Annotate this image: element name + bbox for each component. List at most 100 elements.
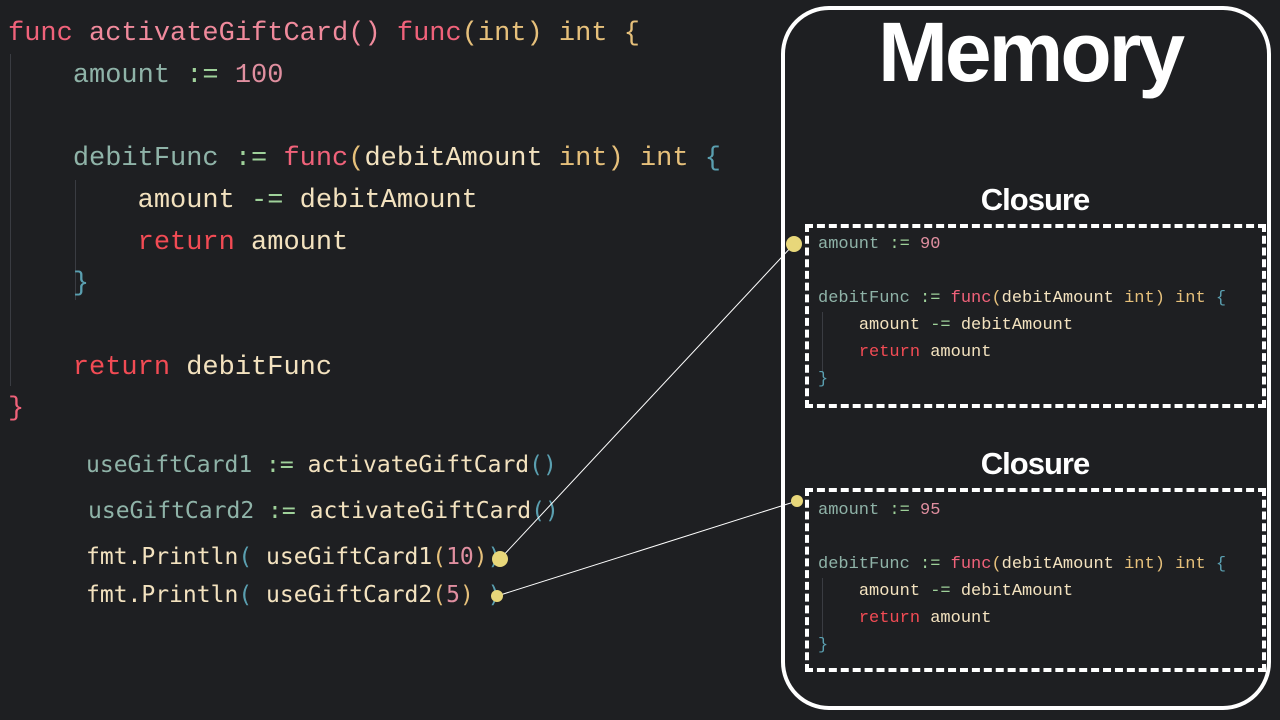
code-line-9: return debitFunc (8, 353, 332, 383)
paren: ( (238, 582, 253, 608)
op-assign: := (266, 452, 294, 478)
type-int: int (639, 144, 689, 175)
brace-open: { (623, 19, 640, 49)
op-assign: := (889, 235, 910, 254)
pointer-dot (492, 551, 508, 567)
closure-box (805, 224, 1266, 408)
paren: ( (991, 555, 1002, 574)
paren: ) (607, 144, 624, 175)
code-line-10: } (8, 394, 24, 424)
var-usegiftcard1: useGiftCard1 (86, 452, 253, 478)
param-debitamount: debitAmount (960, 316, 1074, 335)
call-activategiftcard: activateGiftCard (309, 498, 532, 524)
code-line-1: func activateGiftCard() func(int) int { (8, 19, 640, 49)
type-int: int (1124, 289, 1155, 308)
call-activategiftcard: activateGiftCard (307, 452, 530, 478)
op-sub-assign: -= (930, 316, 951, 335)
var-debitfunc: debitFunc (818, 289, 910, 308)
type-int: int (558, 144, 608, 175)
number-literal: 90 (920, 235, 941, 254)
indent-guide (822, 312, 823, 372)
var-amount: amount (858, 582, 921, 601)
op-assign: := (889, 501, 910, 520)
keyword-func: func (283, 144, 349, 175)
type-int: int (558, 19, 608, 49)
var-amount: amount (858, 316, 921, 335)
call-line-1: useGiftCard1 := activateGiftCard() (86, 452, 557, 478)
keyword-func: func (950, 555, 992, 574)
var-debitfunc: debitFunc (818, 555, 910, 574)
op-assign: := (920, 555, 941, 574)
var-amount: amount (930, 343, 992, 362)
param-debitamount: debitAmount (960, 582, 1074, 601)
call-usegiftcard1: useGiftCard1 (266, 544, 433, 570)
brace-close: } (818, 636, 829, 655)
number-literal: 95 (920, 501, 941, 520)
paren: ( (432, 582, 447, 608)
code-line-4: debitFunc := func(debitAmount int) int { (8, 144, 721, 174)
code-line-2: amount := 100 (8, 60, 284, 91)
paren: ) (473, 544, 488, 570)
brace-close: } (8, 394, 25, 425)
op-sub-assign: -= (930, 582, 951, 601)
code-line-5: amount -= debitAmount (8, 186, 478, 216)
brace-close: } (818, 370, 829, 389)
number-literal: 10 (446, 544, 474, 570)
op-sub-assign: -= (251, 185, 284, 216)
keyword-return: return (858, 609, 921, 628)
paren: ) (1154, 555, 1165, 574)
param-debitamount: debitAmount (299, 185, 478, 216)
var-amount: amount (137, 185, 235, 216)
paren: ) (1154, 289, 1165, 308)
var-amount: amount (72, 60, 171, 91)
closure-box (805, 488, 1266, 672)
closure-title: Closure (980, 446, 1090, 481)
op-assign: := (268, 498, 296, 524)
var-usegiftcard2: useGiftCard2 (88, 498, 255, 524)
pointer-dot (786, 236, 802, 252)
closure-title: Closure (980, 182, 1090, 217)
function-name: activateGiftCard (89, 19, 349, 49)
call-println: fmt.Println (86, 582, 239, 608)
keyword-return: return (137, 227, 235, 258)
indent-guide (10, 54, 11, 386)
paren: ( (348, 144, 365, 175)
pointer-dot (791, 495, 803, 507)
pointer-line-1 (499, 243, 795, 560)
var-amount: amount (818, 501, 880, 520)
call-println: fmt.Println (86, 544, 239, 570)
keyword-func: func (396, 19, 462, 49)
number-literal: 5 (446, 582, 460, 608)
op-assign: := (234, 144, 268, 175)
param-debitamount: debitAmount (1001, 555, 1114, 574)
pointer-line-2 (496, 500, 798, 597)
memory-title: Memory (877, 5, 1185, 99)
op-assign: := (186, 60, 219, 91)
var-debitfunc: debitFunc (186, 352, 333, 383)
code-line-7: } (8, 269, 89, 299)
paren: ) (526, 19, 543, 49)
brace-open: { (1215, 555, 1227, 574)
indent-guide (75, 180, 76, 300)
paren: ( (238, 544, 253, 570)
param-debitamount: debitAmount (364, 144, 543, 175)
param-debitamount: debitAmount (1001, 289, 1114, 308)
type-int: int (1124, 555, 1155, 574)
brace-open: { (1215, 289, 1227, 308)
keyword-func: func (950, 289, 992, 308)
var-amount: amount (251, 227, 349, 258)
brace-open: { (704, 144, 721, 175)
paren: () (529, 452, 557, 478)
call-line-2: useGiftCard2 := activateGiftCard() (88, 498, 559, 524)
paren: ( (991, 289, 1002, 308)
var-debitfunc: debitFunc (72, 144, 219, 175)
indent-guide (822, 578, 823, 638)
memory-panel (781, 6, 1271, 710)
closure-code: amount := 90 debitFunc := func(debitAmou… (818, 231, 1226, 393)
keyword-return: return (858, 343, 921, 362)
paren: ( (432, 544, 447, 570)
code-editor: func activateGiftCard() func(int) int { … (8, 14, 721, 431)
code-line-6: return amount (8, 227, 349, 258)
pointer-dot (491, 590, 503, 602)
